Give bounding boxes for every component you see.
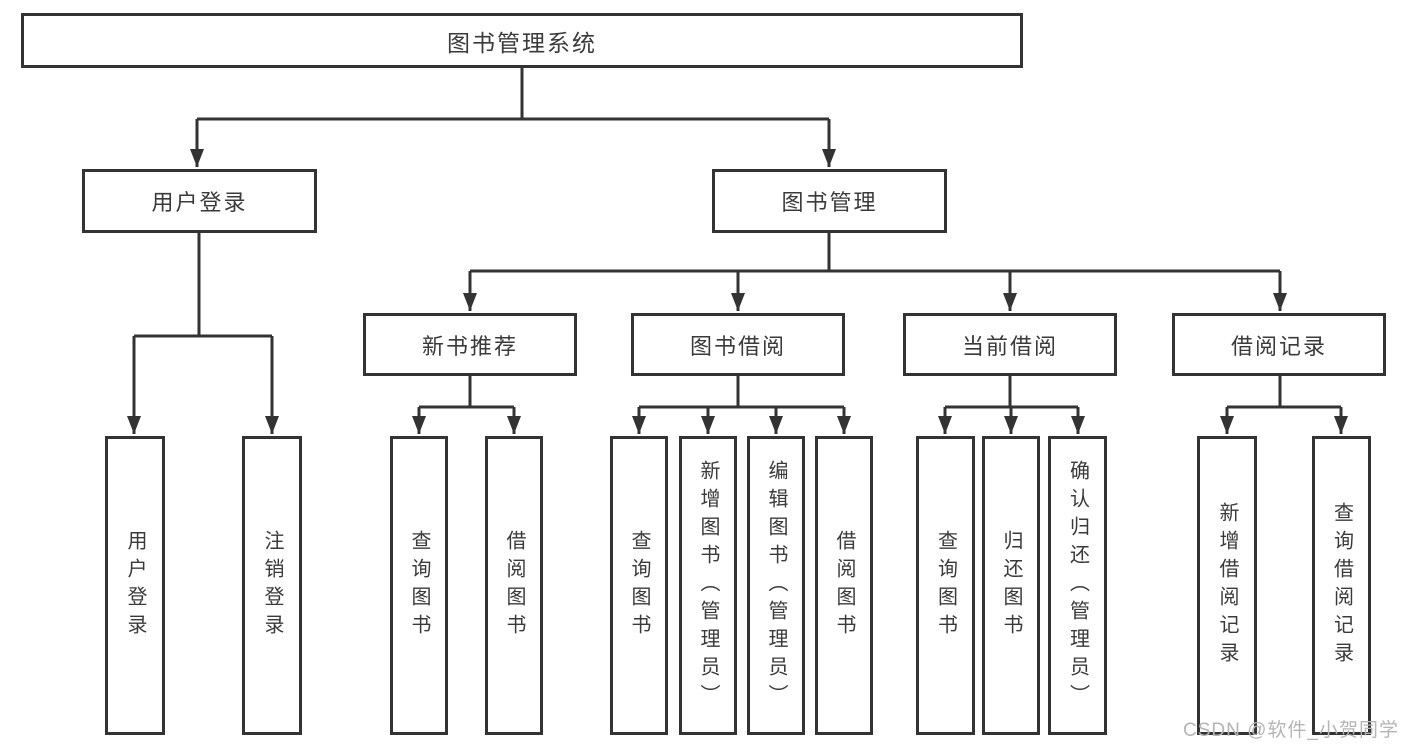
node-book-management-system: 图书管理系统 (21, 13, 1023, 68)
node-leaf-query-borrow-record: 查询借阅记录 (1312, 436, 1371, 735)
csdn-watermark: CSDN @软件_小贺同学 (1183, 720, 1399, 741)
node-leaf-newbooks-borrow-books: 借阅图书 (485, 436, 543, 735)
node-leaf-add-borrow-record: 新增借阅记录 (1197, 436, 1257, 735)
node-leaf-current-query-books: 查询图书 (916, 436, 975, 735)
tree-connectors (127, 68, 1348, 434)
connector-trunk (134, 68, 1341, 409)
node-leaf-edit-book-admin: 编辑图书（管理员） (747, 436, 805, 735)
node-current-borrow: 当前借阅 (903, 313, 1117, 376)
node-leaf-newbooks-query-books: 查询图书 (390, 436, 448, 735)
node-leaf-user-login: 用户登录 (105, 436, 165, 735)
node-borrow-records: 借阅记录 (1172, 313, 1386, 376)
node-leaf-borrow-borrow-books: 借阅图书 (815, 436, 873, 735)
node-book-borrow: 图书借阅 (631, 313, 845, 376)
node-leaf-logout: 注销登录 (242, 436, 302, 735)
node-book-management-branch: 图书管理 (712, 169, 947, 233)
node-leaf-confirm-return-admin: 确认归还（管理员） (1048, 436, 1107, 735)
node-leaf-return-book: 归还图书 (982, 436, 1040, 735)
node-user-login-branch: 用户登录 (82, 169, 317, 233)
node-leaf-add-book-admin: 新增图书（管理员） (679, 436, 737, 735)
node-leaf-borrow-query-books: 查询图书 (610, 436, 668, 735)
node-new-book-recommend: 新书推荐 (363, 313, 577, 376)
